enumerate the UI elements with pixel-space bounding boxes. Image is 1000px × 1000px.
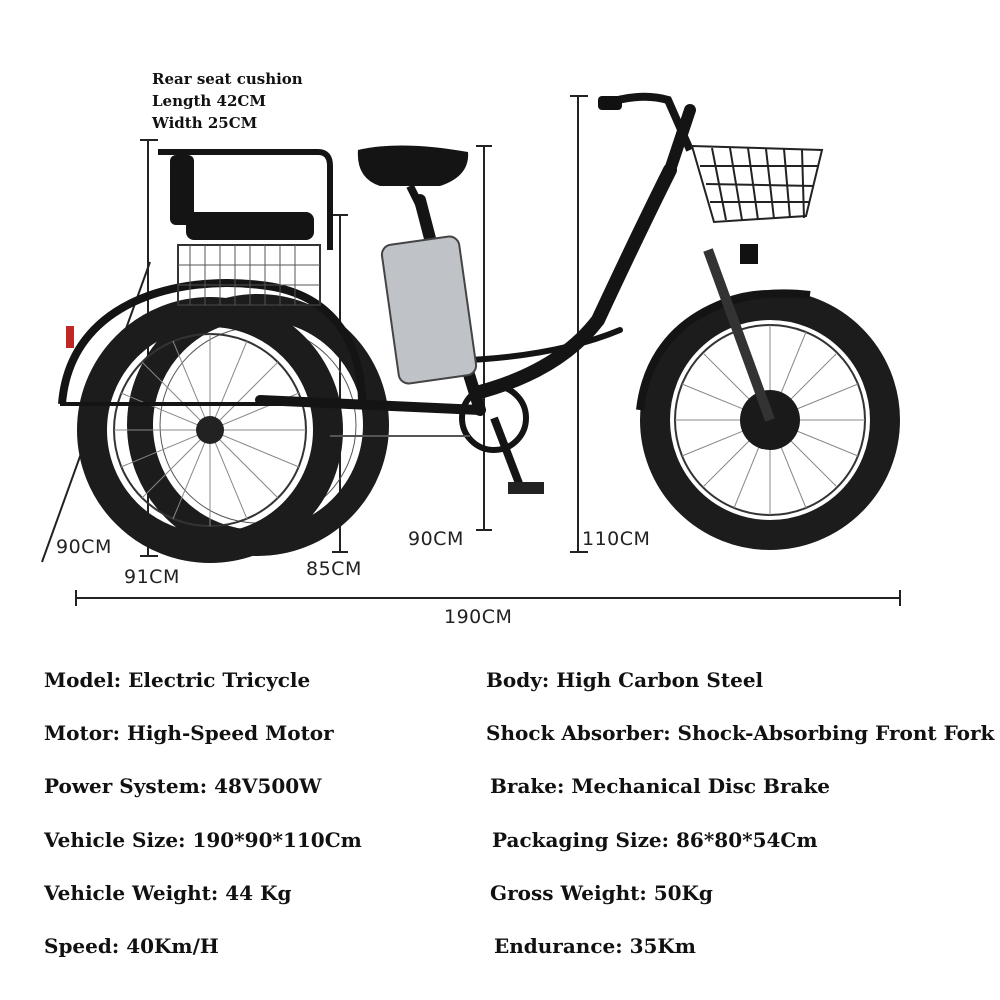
spec-packaging-size: Packaging Size: 86*80*54Cm (492, 828, 818, 852)
rear-reflector (66, 326, 74, 348)
rear-seat-rail (158, 149, 333, 250)
dimension-lines (41, 95, 901, 606)
total-length-dimension-label: 190CM (444, 606, 513, 628)
rear-seat-backrest (170, 155, 194, 225)
pedal (508, 482, 544, 494)
spec-speed: Speed: 40Km/H (44, 934, 219, 958)
seat-height-dimension-label: 85CM (306, 558, 362, 580)
rear-wheel-near (77, 297, 343, 563)
total-height-dimension-label: 110CM (582, 528, 651, 550)
tricycle-illustration (41, 92, 901, 606)
rear-seat-note-title: Rear seat cushion (152, 70, 303, 88)
width-dimension-label: 90CM (56, 536, 112, 558)
saddle-height-dimension-label: 90CM (408, 528, 464, 550)
saddle (357, 145, 469, 186)
spec-shock-absorber: Shock Absorber: Shock-Absorbing Front Fo… (486, 721, 995, 745)
spec-gross-weight: Gross Weight: 50Kg (490, 881, 713, 905)
front-fender (636, 289, 811, 411)
spec-endurance: Endurance: 35Km (494, 934, 696, 958)
spec-vehicle-weight: Vehicle Weight: 44 Kg (44, 881, 292, 905)
rear-seat-cushion (186, 212, 314, 240)
spec-motor: Motor: High-Speed Motor (44, 721, 334, 745)
rear-seat-note: Rear seat cushion Length 42CM Width 25CM (152, 68, 303, 134)
rear-basket (177, 244, 321, 306)
rear-seat-width: Width 25CM (152, 114, 258, 132)
battery-pack (380, 235, 478, 385)
rear-width-dimension-label: 91CM (124, 566, 180, 588)
front-fork (703, 248, 775, 422)
spec-model: Model: Electric Tricycle (44, 668, 311, 692)
chainring (459, 383, 529, 453)
spec-vehicle-size: Vehicle Size: 190*90*110Cm (44, 828, 362, 852)
rear-seat-length: Length 42CM (152, 92, 266, 110)
headlight (740, 244, 758, 264)
spec-body: Body: High Carbon Steel (486, 668, 764, 692)
spec-brake: Brake: Mechanical Disc Brake (490, 774, 831, 798)
rear-fender (58, 279, 366, 405)
front-basket (690, 144, 824, 224)
spec-power-system: Power System: 48V500W (44, 774, 322, 798)
